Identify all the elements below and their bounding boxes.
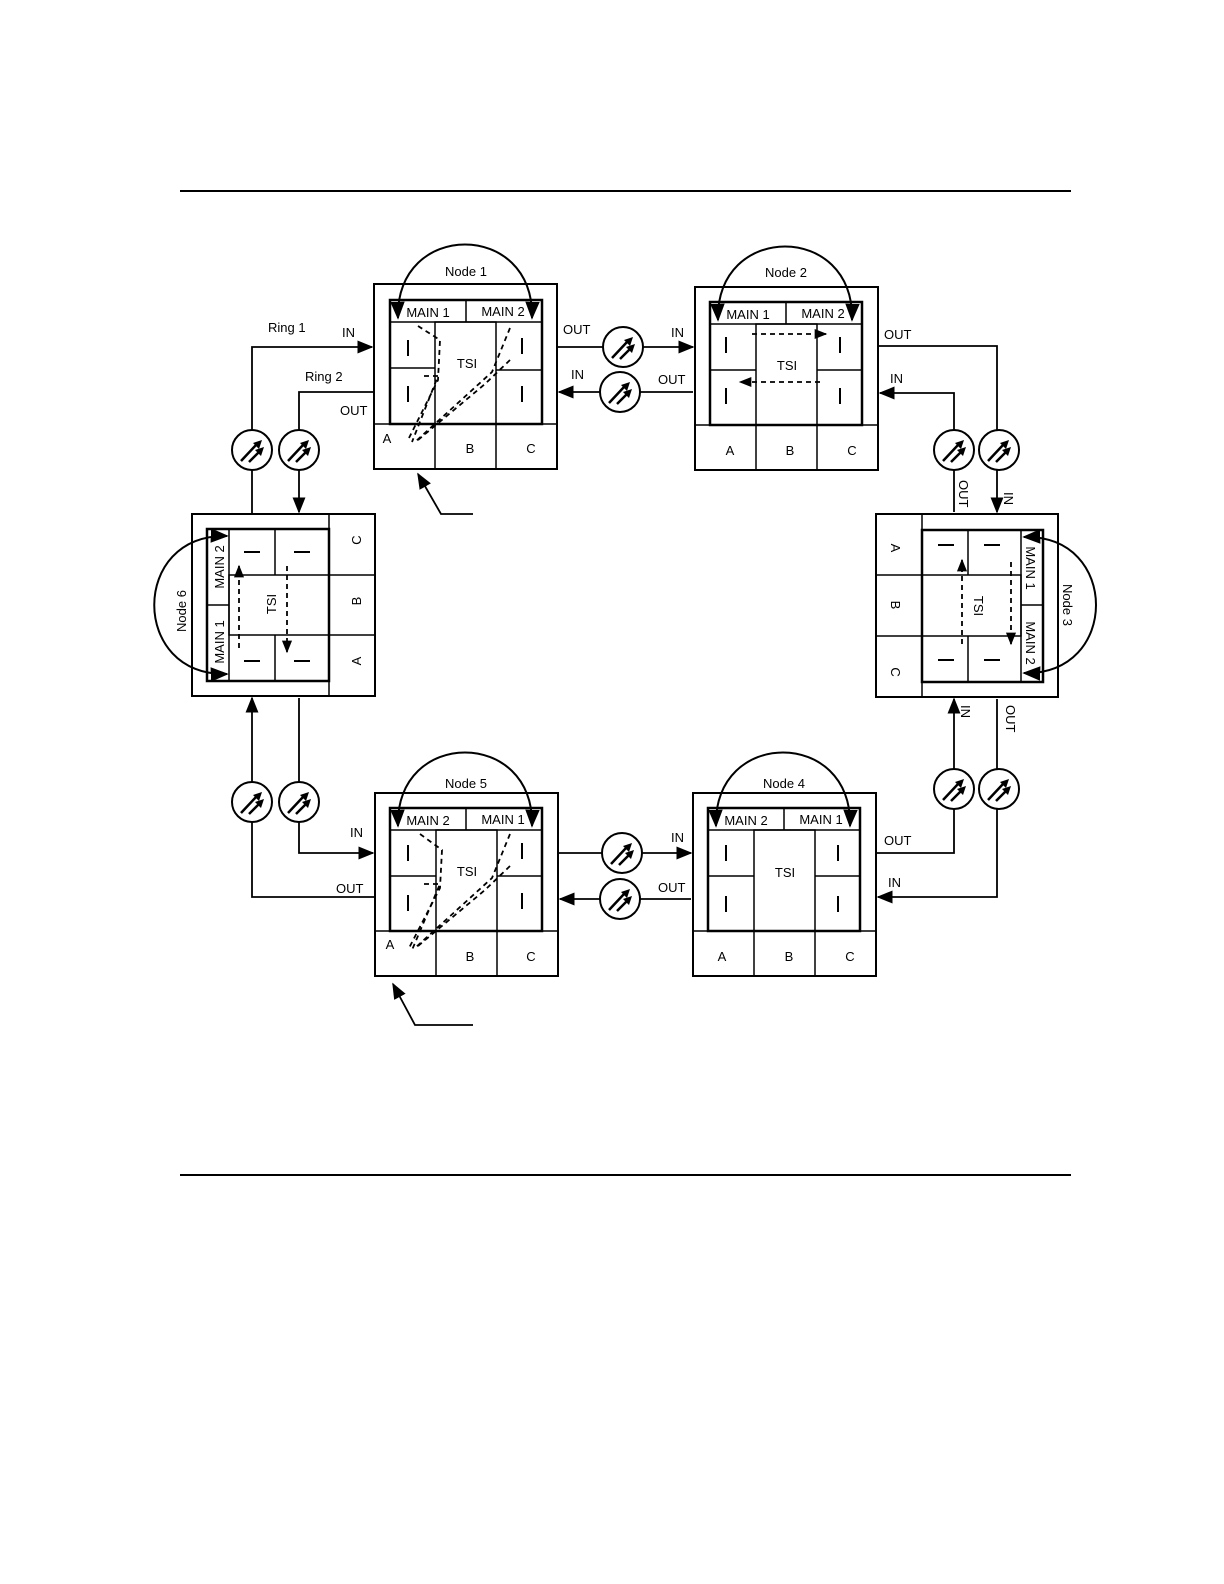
node-6-slot-a: A xyxy=(349,656,364,665)
node-4-slot-a: A xyxy=(718,949,727,964)
node-5-tsi: TSI xyxy=(457,864,477,879)
node-3-slot-a: A xyxy=(888,544,903,553)
node-3-out-north-label: OUT xyxy=(956,480,971,508)
node-6-main-top: MAIN 2 xyxy=(212,545,227,588)
node-3-main-top: MAIN 1 xyxy=(1023,546,1038,589)
node-2-slot-b: B xyxy=(786,443,795,458)
node-4-out-west-label: OUT xyxy=(658,880,686,895)
fiber-links xyxy=(252,346,997,1025)
amplifier-icon xyxy=(934,769,974,809)
node-3-title: Node 3 xyxy=(1060,584,1075,626)
node-3-slot-c: C xyxy=(888,667,903,676)
node-6-main-bottom: MAIN 1 xyxy=(212,620,227,663)
node-1-slot-a: A xyxy=(383,431,392,446)
amplifier-icon xyxy=(600,879,640,919)
node-4-slot-c: C xyxy=(845,949,854,964)
node-3-in-south-label: IN xyxy=(958,705,973,718)
node-1-title: Node 1 xyxy=(445,264,487,279)
node-1-out-label: OUT xyxy=(340,403,368,418)
node-2-out-east-label: OUT xyxy=(884,327,912,342)
node-6-tsi: TSI xyxy=(264,594,279,614)
node-1-in-east-label: IN xyxy=(571,367,584,382)
amplifier-icon xyxy=(279,430,319,470)
node-1-main-right: MAIN 2 xyxy=(481,304,524,319)
node-4-slot-b: B xyxy=(785,949,794,964)
amplifier-icon xyxy=(979,769,1019,809)
node-3-tsi: TSI xyxy=(971,596,986,616)
node-1-main-left: MAIN 1 xyxy=(406,305,449,320)
node-2-main-right: MAIN 2 xyxy=(801,306,844,321)
node-6-slot-c: C xyxy=(349,535,364,544)
amplifier-icon xyxy=(279,782,319,822)
node-4-main-left: MAIN 2 xyxy=(724,813,767,828)
node-5-in-label: IN xyxy=(350,825,363,840)
node-2-in-west-label: IN xyxy=(671,325,684,340)
node-5-title: Node 5 xyxy=(445,776,487,791)
node-2-in-east-label: IN xyxy=(890,371,903,386)
node-6-slot-b: B xyxy=(349,597,364,606)
amplifier-icon xyxy=(934,430,974,470)
node-4-in-east-label: IN xyxy=(888,875,901,890)
node-3-slot-b: B xyxy=(888,601,903,610)
node-1-in-label: IN xyxy=(342,325,355,340)
node-3-out-south-label: OUT xyxy=(1003,705,1018,733)
node-5-slot-b: B xyxy=(466,949,475,964)
node-4-in-west-label: IN xyxy=(671,830,684,845)
node-1-out-east-label: OUT xyxy=(563,322,591,337)
node-5-out-label: OUT xyxy=(336,881,364,896)
node-2-title: Node 2 xyxy=(765,265,807,280)
node-4-out-east-label: OUT xyxy=(884,833,912,848)
amplifier-icon xyxy=(979,430,1019,470)
node-3-in-north-label: IN xyxy=(1001,492,1016,505)
node-6-title: Node 6 xyxy=(174,590,189,632)
amplifier-icon xyxy=(232,430,272,470)
amplifier-icon xyxy=(603,327,643,367)
node-5-main-left: MAIN 2 xyxy=(406,813,449,828)
node-2-slot-c: C xyxy=(847,443,856,458)
node-1-tsi: TSI xyxy=(457,356,477,371)
node-2-slot-a: A xyxy=(726,443,735,458)
node-5-main-right: MAIN 1 xyxy=(481,812,524,827)
node-4-main-right: MAIN 1 xyxy=(799,812,842,827)
node-5-slot-c: C xyxy=(526,949,535,964)
node-4-tsi: TSI xyxy=(775,865,795,880)
ring-1-label: Ring 1 xyxy=(268,320,306,335)
amplifier-icon xyxy=(232,782,272,822)
amplifier-icon xyxy=(600,372,640,412)
node-2-main-left: MAIN 1 xyxy=(726,307,769,322)
node-5-slot-a: A xyxy=(386,937,395,952)
amplifier-icon xyxy=(602,833,642,873)
node-2-out-west-label: OUT xyxy=(658,372,686,387)
node-4-title: Node 4 xyxy=(763,776,805,791)
node-1-slot-b: B xyxy=(466,441,475,456)
ring-2-label: Ring 2 xyxy=(305,369,343,384)
node-3-main-bottom: MAIN 2 xyxy=(1023,621,1038,664)
node-1-slot-c: C xyxy=(526,441,535,456)
node-2-tsi: TSI xyxy=(777,358,797,373)
